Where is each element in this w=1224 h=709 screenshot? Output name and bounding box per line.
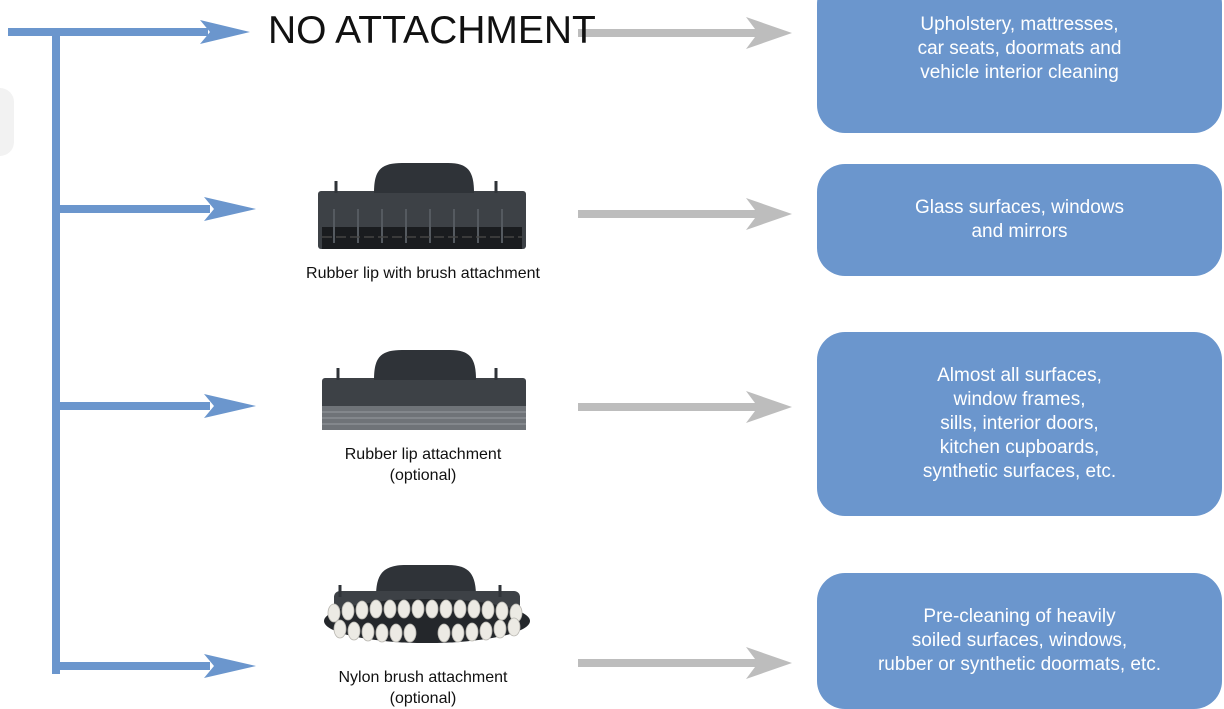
branch-line-2: [52, 402, 210, 410]
use-box-rubber-lip-line-2: window frames,: [953, 389, 1086, 410]
connector-line-3: [578, 659, 758, 667]
connector-arrows: [578, 17, 792, 679]
connector-line-2: [578, 403, 758, 411]
use-box-rubber-lip-line-4: kitchen cupboards,: [939, 437, 1100, 458]
connector-arrowhead-3: [746, 647, 792, 679]
use-box-no-attachment-line-3: vehicle interior cleaning: [920, 61, 1119, 83]
attachment-caption-1: Rubber lip with brush attachment: [278, 263, 568, 284]
branch-arrowhead-0: [200, 20, 250, 44]
attachment-caption-3-line-2: (optional): [389, 690, 457, 707]
attachment-caption-2: Rubber lip attachment (optional): [278, 444, 568, 486]
use-box-nylon-brush-line-2: soiled surfaces, windows,: [911, 630, 1128, 651]
use-box-nylon-brush-line-3: rubber or synthetic doormats, etc.: [877, 654, 1161, 675]
attachment-caption-3-line-1: Nylon brush attachment: [338, 669, 508, 686]
use-box-rubber-lip-line-3: sills, interior doors,: [940, 413, 1099, 434]
use-box-rubber-lip: Almost all surfaces, window frames, sill…: [817, 332, 1222, 516]
attachment-caption-3: Nylon brush attachment (optional): [278, 667, 568, 709]
branch-arrowhead-3: [204, 654, 256, 678]
rubber-lip-brush-attachment-icon: [318, 163, 526, 249]
use-box-rubber-lip-line-5: synthetic surfaces, etc.: [922, 461, 1117, 482]
page-edge-shape: [0, 88, 14, 156]
connector-arrowhead-2: [746, 391, 792, 423]
branch-line-1: [52, 205, 210, 213]
connector-arrowhead-0: [746, 17, 792, 49]
use-box-no-attachment-line-1: Upholstery, mattresses,: [920, 13, 1119, 35]
branch-line-3: [52, 662, 210, 670]
use-box-nylon-brush: Pre-cleaning of heavily soiled surfaces,…: [817, 573, 1222, 709]
use-box-rubber-lip-brush-line-2: and mirrors: [971, 221, 1068, 242]
connector-arrowhead-1: [746, 198, 792, 230]
rubber-lip-attachment-icon: [322, 350, 526, 430]
use-box-rubber-lip-line-1: Almost all surfaces,: [937, 365, 1102, 386]
use-box-rubber-lip-brush: Glass surfaces, windows and mirrors: [817, 164, 1222, 276]
use-box-nylon-brush-line-1: Pre-cleaning of heavily: [923, 606, 1116, 627]
branch-arrowhead-2: [204, 394, 256, 418]
branch-root-line: [8, 28, 208, 36]
use-box-no-attachment-line-2: car seats, doormats and: [917, 37, 1122, 59]
branch-tree: [8, 20, 256, 678]
branch-arrowhead-1: [204, 197, 256, 221]
nylon-brush-attachment-icon: [324, 565, 530, 643]
use-box-rubber-lip-brush-line-1: Glass surfaces, windows: [914, 197, 1125, 218]
no-attachment-heading: NO ATTACHMENT: [268, 9, 596, 52]
attachment-caption-2-line-2: (optional): [389, 467, 457, 484]
attachment-caption-2-line-1: Rubber lip attachment: [344, 446, 502, 463]
connector-line-0: [578, 29, 758, 37]
attachment-caption-1-line-1: Rubber lip with brush attachment: [306, 265, 540, 282]
branch-trunk: [52, 32, 60, 674]
connector-line-1: [578, 210, 758, 218]
use-box-no-attachment: Upholstery, mattresses, car seats, doorm…: [817, 0, 1222, 133]
